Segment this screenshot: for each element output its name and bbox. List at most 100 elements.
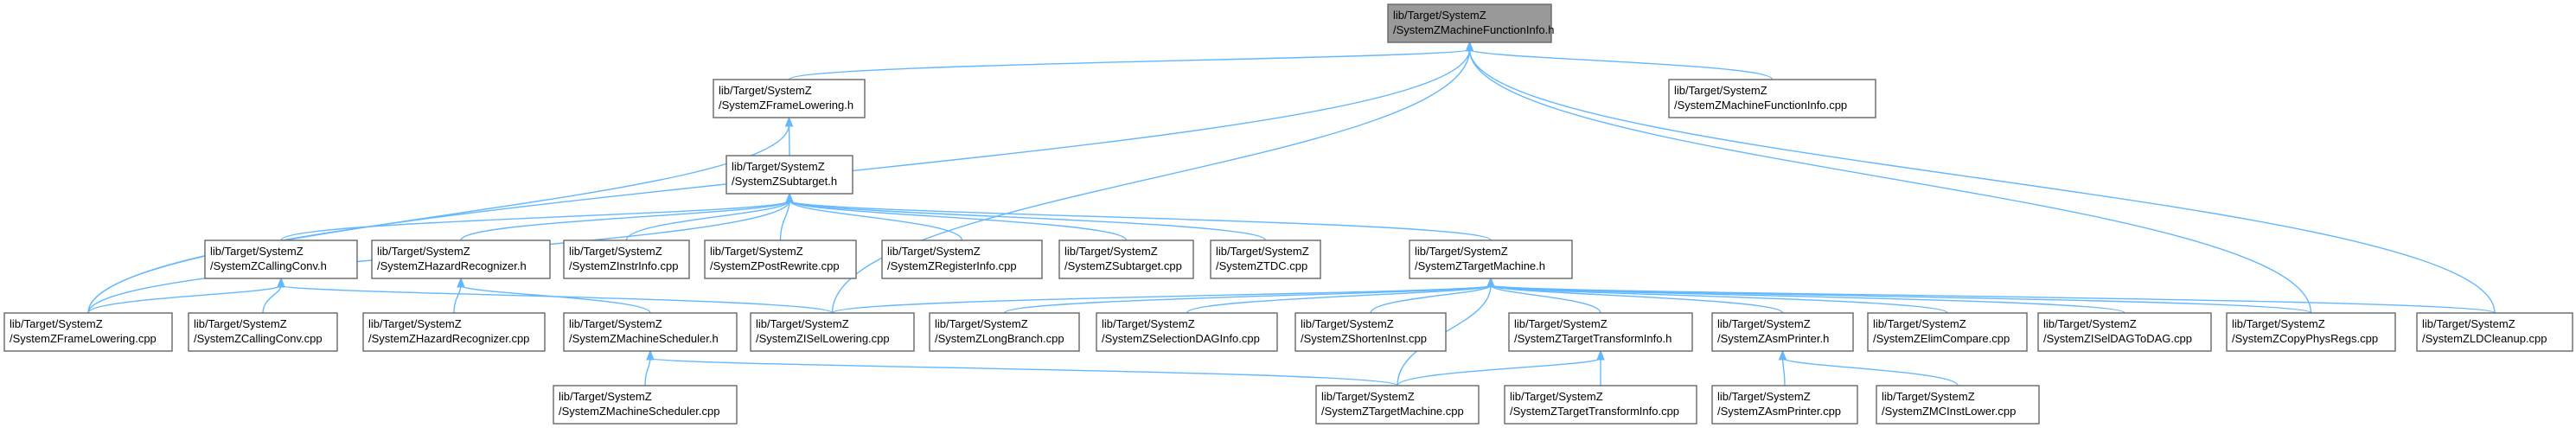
node-label-path: lib/Target/SystemZ (719, 84, 812, 97)
node-subtarget-cpp[interactable]: lib/Target/SystemZ/SystemZSubtarget.cpp (1058, 240, 1194, 279)
node-hazard-h[interactable]: lib/Target/SystemZ/SystemZHazardRecogniz… (371, 240, 551, 279)
edge-subtarget-h-to-subtarget-cpp (785, 192, 1128, 241)
node-hazard-cpp[interactable]: lib/Target/SystemZ/SystemZHazardRecogniz… (362, 312, 546, 352)
node-box (1876, 385, 2040, 425)
node-label-path: lib/Target/SystemZ (1674, 84, 1767, 97)
node-box (1210, 240, 1321, 279)
node-shorten-inst-cpp[interactable]: lib/Target/SystemZ/SystemZShortenInst.cp… (1294, 312, 1447, 352)
node-box (713, 79, 866, 118)
node-box (188, 312, 338, 352)
node-target-machine-h[interactable]: lib/Target/SystemZ/SystemZTargetMachine.… (1409, 240, 1573, 279)
node-label-path: lib/Target/SystemZ (569, 317, 662, 330)
node-label-path: lib/Target/SystemZ (368, 317, 462, 330)
node-label-file: /SystemZTargetTransformInfo.cpp (1510, 405, 1679, 418)
node-box (2226, 312, 2396, 352)
node-mfi-cpp[interactable]: lib/Target/SystemZ/SystemZMachineFunctio… (1668, 79, 1876, 118)
node-label-file: /SystemZMachineScheduler.cpp (559, 405, 719, 418)
node-box (1096, 312, 1278, 352)
node-calling-conv-cpp[interactable]: lib/Target/SystemZ/SystemZCallingConv.cp… (188, 312, 338, 352)
node-tti-h[interactable]: lib/Target/SystemZ/SystemZTargetTransfor… (1508, 312, 1693, 352)
node-box (1387, 3, 1552, 43)
node-frame-lowering-cpp[interactable]: lib/Target/SystemZ/SystemZFrameLowering.… (3, 312, 173, 352)
node-box (2037, 312, 2212, 352)
node-box (1508, 312, 1693, 352)
node-target-machine-cpp[interactable]: lib/Target/SystemZ/SystemZTargetMachine.… (1315, 385, 1480, 425)
node-label-path: lib/Target/SystemZ (2232, 317, 2325, 330)
node-calling-conv-h[interactable]: lib/Target/SystemZ/SystemZCallingConv.h (204, 240, 358, 279)
edge-tti-h-to-tti-cpp (1596, 349, 1605, 386)
node-label-file: /SystemZAsmPrinter.h (1717, 332, 1829, 345)
node-registerinfo-cpp[interactable]: lib/Target/SystemZ/SystemZRegisterInfo.c… (881, 240, 1043, 279)
node-ldcleanup-cpp[interactable]: lib/Target/SystemZ/SystemZLDCleanup.cpp (2416, 312, 2573, 352)
node-box (1867, 312, 2028, 352)
edge-root-to-ldcleanup-cpp (1465, 41, 2496, 314)
node-asm-printer-cpp[interactable]: lib/Target/SystemZ/SystemZAsmPrinter.cpp (1711, 385, 1858, 425)
node-box (371, 240, 551, 279)
node-label-path: lib/Target/SystemZ (210, 245, 304, 258)
node-box (362, 312, 546, 352)
edge-target-machine-h-to-asm-printer-h (1486, 277, 1784, 314)
node-label-file: /SystemZInstrInfo.cpp (569, 259, 678, 272)
nodes-layer: lib/Target/SystemZ/SystemZMachineFunctio… (3, 3, 2573, 425)
node-label-file: /SystemZLDCleanup.cpp (2422, 332, 2547, 345)
node-label-file: /SystemZShortenInst.cpp (1301, 332, 1427, 345)
node-label-file: /SystemZElimCompare.cpp (1873, 332, 2010, 345)
edge-root-to-mfi-cpp (1465, 41, 1774, 80)
node-label-file: /SystemZSubtarget.cpp (1064, 259, 1182, 272)
node-tti-cpp[interactable]: lib/Target/SystemZ/SystemZTargetTransfor… (1504, 385, 1697, 425)
node-label-path: lib/Target/SystemZ (2043, 317, 2137, 330)
node-label-file: /SystemZCopyPhysRegs.cpp (2232, 332, 2378, 345)
node-machine-scheduler-h[interactable]: lib/Target/SystemZ/SystemZMachineSchedul… (563, 312, 738, 352)
node-label-file: /SystemZTDC.cpp (1216, 259, 1307, 272)
node-mc-inst-lower-cpp[interactable]: lib/Target/SystemZ/SystemZMCInstLower.cp… (1876, 385, 2040, 425)
node-copy-phys-regs-cpp[interactable]: lib/Target/SystemZ/SystemZCopyPhysRegs.c… (2226, 312, 2396, 352)
edge-frame-lowering-h-to-frame-lowering-cpp (87, 116, 794, 314)
node-label-file: /SystemZFrameLowering.h (719, 99, 853, 112)
edge-target-machine-h-to-isel-dag-to-dag-cpp (1486, 277, 2125, 314)
node-box (1294, 312, 1447, 352)
node-isel-lowering-cpp[interactable]: lib/Target/SystemZ/SystemZISelLowering.c… (750, 312, 915, 352)
node-label-path: lib/Target/SystemZ (935, 317, 1028, 330)
node-box (704, 240, 857, 279)
node-label-file: /SystemZPostRewrite.cpp (710, 259, 840, 272)
node-machine-scheduler-cpp[interactable]: lib/Target/SystemZ/SystemZMachineSchedul… (553, 385, 738, 425)
node-label-file: /SystemZHazardRecognizer.h (377, 259, 527, 272)
node-tdc-cpp[interactable]: lib/Target/SystemZ/SystemZTDC.cpp (1210, 240, 1321, 279)
node-label-path: lib/Target/SystemZ (2422, 317, 2515, 330)
node-label-path: lib/Target/SystemZ (1393, 9, 1486, 22)
edge-target-machine-h-to-long-branch-cpp (1003, 277, 1495, 314)
node-label-path: lib/Target/SystemZ (887, 245, 981, 258)
node-box (2416, 312, 2573, 352)
node-label-file: /SystemZAsmPrinter.cpp (1717, 405, 1841, 418)
node-label-path: lib/Target/SystemZ (569, 245, 662, 258)
edge-subtarget-h-to-target-machine-h (785, 192, 1492, 241)
node-label-file: /SystemZFrameLowering.cpp (10, 332, 157, 345)
node-label-file: /SystemZMachineScheduler.h (569, 332, 719, 345)
node-box (929, 312, 1080, 352)
edge-target-machine-h-to-selection-dag-info-cpp (1186, 277, 1495, 314)
node-instrinfo-cpp[interactable]: lib/Target/SystemZ/SystemZInstrInfo.cpp (563, 240, 690, 279)
node-box (563, 312, 738, 352)
node-root[interactable]: lib/Target/SystemZ/SystemZMachineFunctio… (1387, 3, 1554, 43)
node-label-file: /SystemZISelDAGToDAG.cpp (2043, 332, 2192, 345)
node-box (553, 385, 738, 425)
node-label-path: lib/Target/SystemZ (10, 317, 103, 330)
node-label-path: lib/Target/SystemZ (1717, 390, 1811, 403)
node-frame-lowering-h[interactable]: lib/Target/SystemZ/SystemZFrameLowering.… (713, 79, 866, 118)
node-label-file: /SystemZMachineFunctionInfo.cpp (1674, 99, 1847, 112)
node-box (725, 155, 853, 195)
node-box (1409, 240, 1573, 279)
node-label-file: /SystemZCallingConv.h (210, 259, 327, 272)
node-isel-dag-to-dag-cpp[interactable]: lib/Target/SystemZ/SystemZISelDAGToDAG.c… (2037, 312, 2212, 352)
node-label-path: lib/Target/SystemZ (1882, 390, 1975, 403)
node-elim-compare-cpp[interactable]: lib/Target/SystemZ/SystemZElimCompare.cp… (1867, 312, 2028, 352)
node-selection-dag-info-cpp[interactable]: lib/Target/SystemZ/SystemZSelectionDAGIn… (1096, 312, 1278, 352)
node-postrewrite-cpp[interactable]: lib/Target/SystemZ/SystemZPostRewrite.cp… (704, 240, 857, 279)
node-asm-printer-h[interactable]: lib/Target/SystemZ/SystemZAsmPrinter.h (1711, 312, 1854, 352)
node-long-branch-cpp[interactable]: lib/Target/SystemZ/SystemZLongBranch.cpp (929, 312, 1080, 352)
node-subtarget-h[interactable]: lib/Target/SystemZ/SystemZSubtarget.h (725, 155, 853, 195)
node-label-file: /SystemZRegisterInfo.cpp (887, 259, 1017, 272)
node-label-path: lib/Target/SystemZ (756, 317, 849, 330)
edge-tti-h-to-target-machine-cpp (1397, 349, 1605, 386)
